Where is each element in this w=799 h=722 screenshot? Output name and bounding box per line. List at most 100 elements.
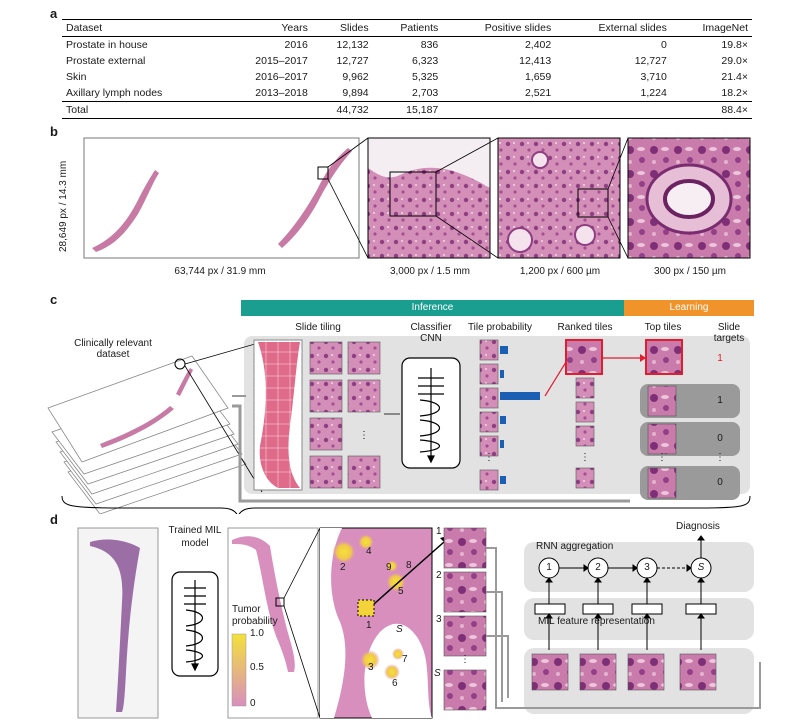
cell: 12,727: [336, 55, 369, 67]
spot-label: 4: [366, 546, 372, 557]
tile-rank-label: S: [434, 668, 441, 679]
cell: Axillary lymph nodes: [66, 87, 163, 99]
spot-label: 2: [340, 562, 346, 573]
cell: 12,132: [336, 39, 369, 51]
scale-label-slide: 63,744 px / 31.9 mm: [174, 266, 266, 277]
top-ranked-tile: [565, 339, 603, 375]
scale-label-zoom3: 300 px / 150 µm: [654, 266, 726, 277]
zoom-box: [389, 171, 437, 217]
cell: 12,413: [519, 55, 552, 67]
panel-c-label: c: [50, 292, 58, 307]
spot-label: 1: [366, 620, 372, 631]
slide-target-value: 1: [717, 395, 723, 406]
colorbar-tick: 0: [250, 698, 256, 709]
dataset-table: Dataset Years Slides Patients Positive s…: [62, 19, 752, 119]
spot-label: 3: [368, 662, 374, 673]
cell: 12,727: [634, 55, 667, 67]
header-dataset: Dataset: [62, 19, 221, 37]
tissue-strip: [278, 148, 352, 248]
spot-label: S: [396, 624, 403, 635]
cell: 9,962: [342, 71, 369, 83]
tumor-probability-label: Tumor probability: [232, 604, 278, 627]
cell: [442, 101, 556, 119]
ranked-tiles: [575, 377, 595, 489]
tissue-strip: [92, 170, 159, 252]
ranked-tiles-label: Ranked tiles: [557, 322, 613, 333]
rnn-label: RNN aggregation: [536, 541, 614, 552]
diagnosis-label: Diagnosis: [676, 521, 720, 532]
slide-targets-label: Slide targets: [713, 322, 745, 344]
cell: 3,710: [640, 71, 667, 83]
header-imagenet: ImageNet: [670, 19, 752, 37]
ellipsis: ⋮: [460, 654, 470, 665]
slide-tiling-label: Slide tiling: [295, 322, 341, 333]
inference-label: Inference: [411, 302, 454, 313]
spot-label: 9: [386, 562, 392, 573]
cnn-icon: [418, 368, 444, 464]
header-patients: Patients: [372, 19, 443, 37]
header-positive: Positive slides: [442, 19, 556, 37]
cell: 2,703: [412, 87, 439, 99]
trained-model-label: Trained MIL model: [168, 525, 222, 549]
header-years: Years: [220, 19, 312, 37]
heatmap-zoom-box: [275, 597, 285, 607]
cell: [555, 101, 671, 119]
learning-bar: [624, 300, 754, 316]
zoom-sequence-figure: [83, 137, 751, 259]
diagnosis-figure: [77, 527, 761, 719]
cell: 2,402: [524, 39, 552, 51]
selected-tile-box: [357, 599, 375, 617]
slide-target-value: 0: [717, 433, 723, 444]
rnn-node-label: 3: [644, 562, 650, 573]
cell: 88.4×: [670, 101, 752, 119]
cell: 0: [660, 39, 667, 51]
cell: 2016–2017: [255, 71, 308, 83]
colorbar: [231, 633, 247, 707]
ellipsis: ⋮: [580, 452, 590, 463]
header-external: External slides: [555, 19, 671, 37]
cell: 836: [420, 39, 439, 51]
top-tiles: [647, 385, 677, 499]
cell: 21.4×: [721, 71, 748, 83]
cell: 18.2×: [721, 87, 748, 99]
rnn-node-label: 2: [595, 562, 601, 573]
tile-rank-label: 2: [436, 570, 442, 581]
slide-target-value: 1: [717, 353, 723, 364]
ellipsis: ⋮: [715, 452, 725, 463]
scale-label-zoom1: 3,000 px / 1.5 mm: [389, 266, 471, 277]
cell: Prostate external: [66, 55, 146, 67]
inference-bar: [241, 300, 624, 316]
cell: 2013–2018: [255, 87, 308, 99]
colorbar-tick: 1.0: [250, 628, 264, 639]
cell: 2015–2017: [255, 55, 308, 67]
table-header-row: Dataset Years Slides Patients Positive s…: [62, 19, 752, 37]
brace: [61, 495, 751, 514]
learning-label: Learning: [669, 302, 709, 313]
tile-rank-label: 3: [436, 614, 442, 625]
tile-grid: [309, 341, 381, 489]
zoom-box: [577, 188, 609, 218]
cell: Skin: [66, 71, 87, 83]
cell: 1,224: [640, 87, 667, 99]
cell: 44,732: [311, 101, 373, 119]
classifier-label: Classifier CNN: [410, 322, 452, 344]
input-tiles: [531, 653, 717, 691]
selected-tiles: [443, 527, 487, 711]
probability-bars: [500, 346, 540, 484]
spot-label: 5: [398, 586, 404, 597]
colorbar-tick: 0.5: [250, 662, 264, 673]
cell: 15,187: [372, 101, 443, 119]
spot-label: 8: [406, 560, 412, 571]
slide-target-value: 0: [717, 477, 723, 488]
top-tiles-label: Top tiles: [644, 322, 682, 333]
pipeline-figure: [47, 300, 754, 514]
spot-label: 6: [392, 678, 398, 689]
dataset-label: Clinically relevant dataset: [74, 338, 152, 360]
cell: 6,323: [412, 55, 439, 67]
scale-label-zoom2: 1,200 px / 600 µm: [519, 266, 601, 277]
tile-rank-label: 1: [436, 526, 442, 537]
table-row: Prostate external 2015–2017 12,727 6,323 12,…: [62, 53, 752, 69]
